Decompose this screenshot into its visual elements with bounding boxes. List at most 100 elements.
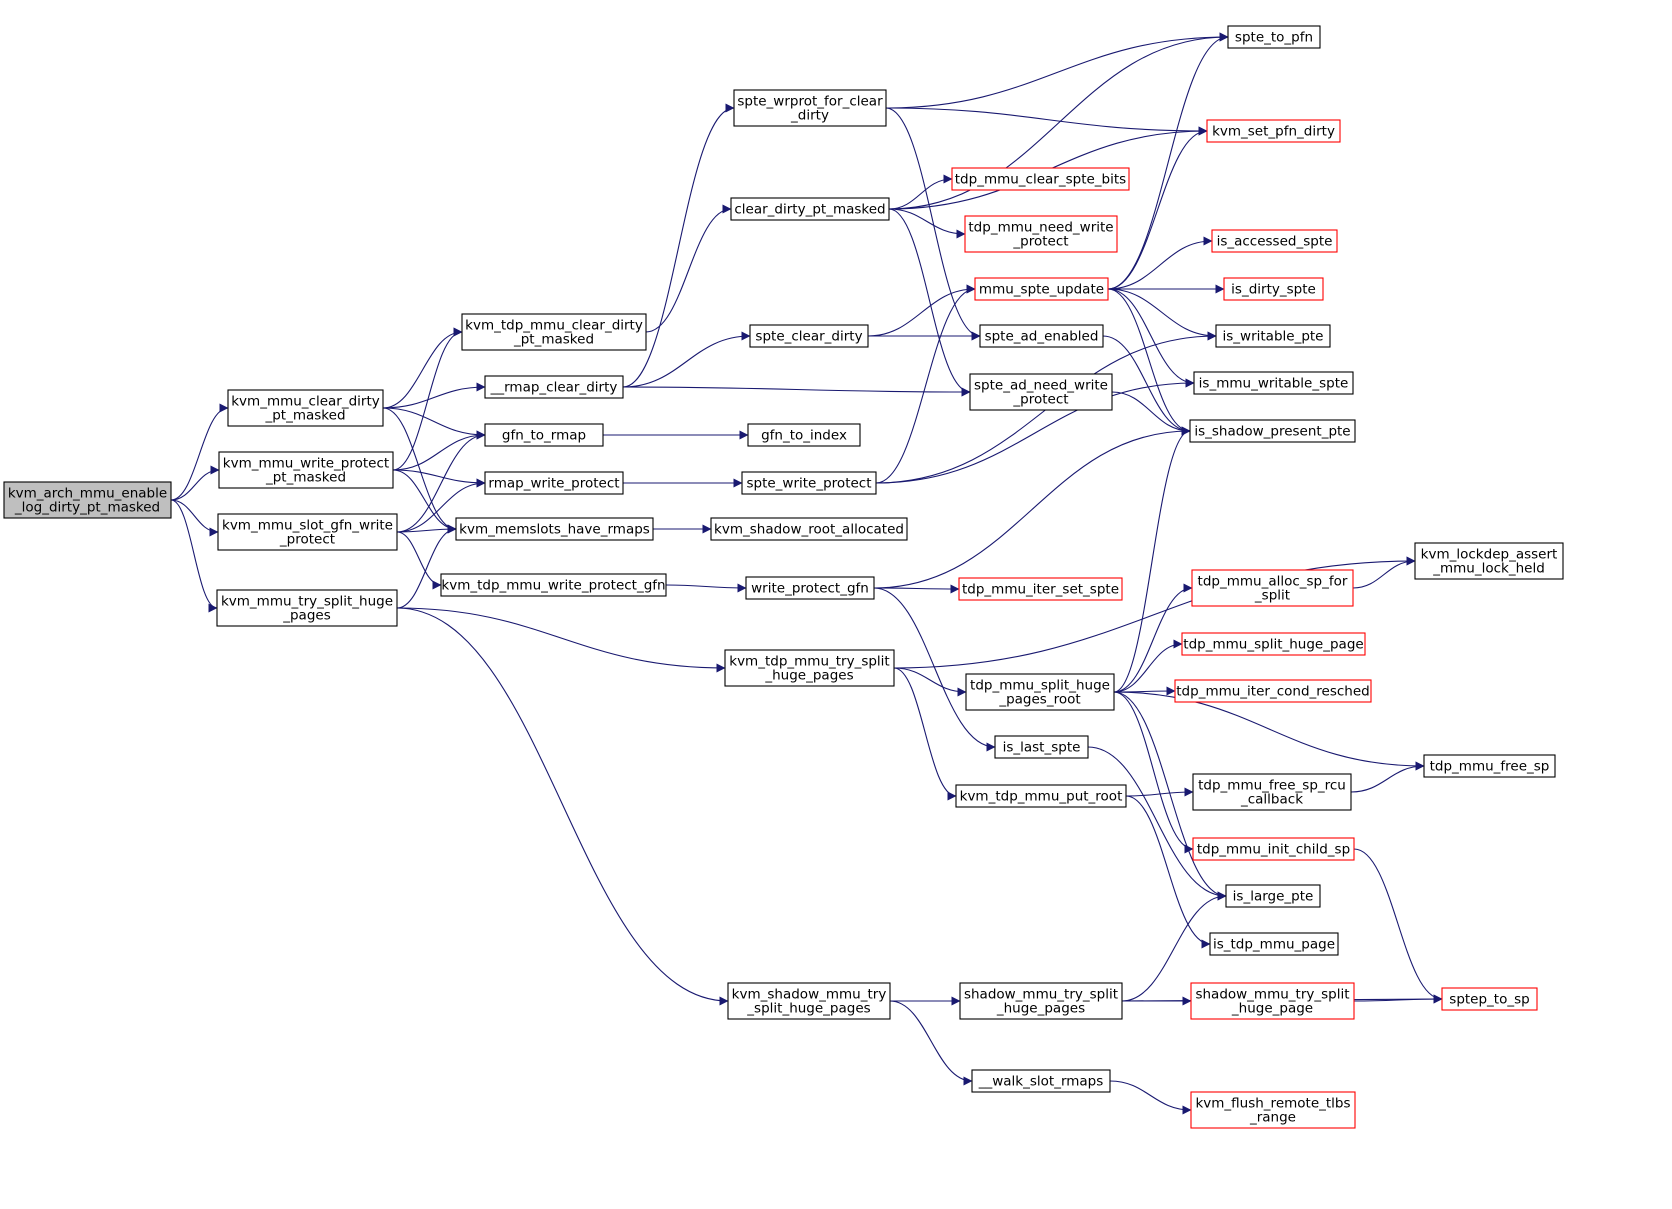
- node-slot_gfn[interactable]: kvm_mmu_slot_gfn_write_protect: [217, 513, 398, 551]
- node-split_huge_page[interactable]: tdp_mmu_split_huge_page: [1181, 632, 1366, 656]
- node-spte_to_pfn[interactable]: spte_to_pfn: [1227, 25, 1321, 49]
- node-label: tdp_mmu_init_child_sp: [1197, 842, 1350, 858]
- node-mmu_spte_update[interactable]: mmu_spte_update: [974, 277, 1109, 301]
- node-is_tdp_mmu_page[interactable]: is_tdp_mmu_page: [1209, 932, 1339, 956]
- node-alloc_sp[interactable]: tdp_mmu_alloc_sp_for_split: [1191, 569, 1354, 607]
- node-label: sptep_to_sp: [1449, 992, 1529, 1008]
- node-box: [1206, 119, 1341, 143]
- edge-root-to-clear_dirty: [170, 403, 229, 501]
- node-label: is_accessed_spte: [1217, 234, 1333, 250]
- node-box: [969, 373, 1113, 411]
- node-box: [745, 576, 875, 600]
- edge-tdp_clear_dirty-to-clear_dirty_pt: [645, 204, 732, 333]
- node-tdp_clear_dirty[interactable]: kvm_tdp_mmu_clear_dirty_pt_masked: [461, 313, 647, 351]
- node-clear_spte_bits[interactable]: tdp_mmu_clear_spte_bits: [951, 167, 1130, 191]
- node-rmap_clear_dirty[interactable]: __rmap_clear_dirty: [484, 375, 624, 399]
- node-walk_slot_rmaps[interactable]: __walk_slot_rmaps: [971, 1069, 1111, 1093]
- node-flush_tlbs[interactable]: kvm_flush_remote_tlbs_range: [1190, 1091, 1356, 1129]
- node-spte_ad_need_wp[interactable]: spte_ad_need_write_protect: [969, 373, 1113, 411]
- node-sptep_to_sp[interactable]: sptep_to_sp: [1441, 987, 1538, 1011]
- edge-shadow_try_split-to-walk_slot_rmaps: [889, 1000, 973, 1086]
- node-lockdep[interactable]: kvm_lockdep_assert_mmu_lock_held: [1414, 542, 1564, 580]
- node-shadow_split_page[interactable]: shadow_mmu_try_split_huge_page: [1190, 982, 1355, 1020]
- node-write_protect_gfn[interactable]: write_protect_gfn: [745, 576, 875, 600]
- node-label: kvm_lockdep_assert: [1421, 547, 1558, 563]
- node-label: _range: [1249, 1110, 1296, 1126]
- node-tdp_try_split[interactable]: kvm_tdp_mmu_try_split_huge_pages: [724, 649, 895, 687]
- node-init_child_sp[interactable]: tdp_mmu_init_child_sp: [1192, 837, 1355, 861]
- edge-clear_dirty-to-gfn_to_rmap: [382, 407, 486, 440]
- node-is_last_spte[interactable]: is_last_spte: [994, 735, 1089, 759]
- node-box: [730, 197, 890, 221]
- node-gfn_to_rmap[interactable]: gfn_to_rmap: [484, 423, 604, 447]
- node-label: spte_wrprot_for_clear: [737, 94, 883, 110]
- node-is_mmu_writable[interactable]: is_mmu_writable_spte: [1193, 371, 1354, 395]
- node-tdp_wp_gfn[interactable]: kvm_tdp_mmu_write_protect_gfn: [440, 573, 667, 597]
- node-is_dirty_spte[interactable]: is_dirty_spte: [1223, 277, 1324, 301]
- node-iter_cond_resched[interactable]: tdp_mmu_iter_cond_resched: [1174, 679, 1372, 703]
- node-spte_write_protect[interactable]: spte_write_protect: [741, 471, 877, 495]
- node-is_accessed_spte[interactable]: is_accessed_spte: [1211, 229, 1338, 253]
- edge-clear_dirty-to-rmap_clear_dirty: [382, 382, 486, 409]
- node-memslots_rmaps[interactable]: kvm_memslots_have_rmaps: [455, 517, 654, 541]
- edge-mmu_spte_update-to-is_writable_pte: [1107, 288, 1217, 341]
- node-box: [959, 982, 1123, 1020]
- node-box: [955, 784, 1127, 808]
- node-box: [1423, 754, 1556, 778]
- node-label: _pages: [282, 608, 331, 624]
- node-label: kvm_tdp_mmu_put_root: [960, 789, 1123, 805]
- edge-try_split-to-shadow_try_split: [396, 607, 729, 1006]
- node-clear_dirty_pt[interactable]: clear_dirty_pt_masked: [730, 197, 890, 221]
- node-shadow_try_split[interactable]: kvm_shadow_mmu_try_split_huge_pages: [727, 982, 891, 1020]
- edge-alloc_sp-to-lockdep: [1352, 556, 1416, 589]
- node-spte_ad_enabled[interactable]: spte_ad_enabled: [979, 324, 1104, 348]
- node-box: [741, 471, 877, 495]
- node-shadow_mmu_try_split[interactable]: shadow_mmu_try_split_huge_pages: [959, 982, 1123, 1020]
- node-label: tdp_mmu_clear_spte_bits: [955, 172, 1126, 188]
- node-box: [484, 471, 624, 495]
- node-label: is_mmu_writable_spte: [1199, 376, 1349, 392]
- node-try_split[interactable]: kvm_mmu_try_split_huge_pages: [216, 589, 398, 627]
- node-box: [951, 167, 1130, 191]
- node-spte_wrprot[interactable]: spte_wrprot_for_clear_dirty: [733, 89, 887, 127]
- node-box: [217, 513, 398, 551]
- node-label: kvm_set_pfn_dirty: [1212, 124, 1335, 140]
- node-shadow_root_alloc[interactable]: kvm_shadow_root_allocated: [710, 517, 908, 541]
- edge-try_split-to-memslots_rmaps: [396, 524, 457, 609]
- node-box: [461, 313, 647, 351]
- node-box: [3, 481, 172, 519]
- node-iter_set_spte[interactable]: tdp_mmu_iter_set_spte: [958, 577, 1123, 601]
- node-put_root[interactable]: kvm_tdp_mmu_put_root: [955, 784, 1127, 808]
- node-is_shadow_present[interactable]: is_shadow_present_pte: [1189, 419, 1356, 443]
- node-spte_clear_dirty[interactable]: spte_clear_dirty: [749, 324, 869, 348]
- edge-split_root-to-alloc_sp: [1113, 583, 1193, 693]
- node-box: [1209, 932, 1339, 956]
- node-set_pfn_dirty[interactable]: kvm_set_pfn_dirty: [1206, 119, 1341, 143]
- node-label: _protect: [1012, 392, 1068, 408]
- node-box: [1225, 884, 1321, 908]
- node-label: _callback: [1240, 792, 1303, 808]
- node-label: shadow_mmu_try_split: [964, 987, 1118, 1003]
- node-write_protect[interactable]: kvm_mmu_write_protect_pt_masked: [218, 451, 394, 489]
- node-label: tdp_mmu_iter_cond_resched: [1176, 684, 1369, 700]
- node-label: is_shadow_present_pte: [1194, 424, 1350, 440]
- node-box: [1192, 837, 1355, 861]
- node-gfn_to_index[interactable]: gfn_to_index: [747, 423, 861, 447]
- node-need_write_protect[interactable]: tdp_mmu_need_write_protect: [964, 215, 1118, 253]
- node-box: [1227, 25, 1321, 49]
- node-label: _pages_root: [998, 692, 1080, 708]
- node-box: [1190, 1091, 1356, 1129]
- node-is_writable_pte[interactable]: is_writable_pte: [1215, 324, 1331, 348]
- node-is_large_pte[interactable]: is_large_pte: [1225, 884, 1321, 908]
- node-clear_dirty[interactable]: kvm_mmu_clear_dirty_pt_masked: [227, 389, 384, 427]
- edge-split_root-to-init_child_sp: [1113, 691, 1194, 854]
- edge-rmap_clear_dirty-to-spte_clear_dirty: [622, 331, 751, 388]
- node-box: [1191, 569, 1354, 607]
- edge-split_root-to-is_shadow_present: [1113, 426, 1191, 693]
- node-split_root[interactable]: tdp_mmu_split_huge_pages_root: [965, 673, 1115, 711]
- node-free_sp[interactable]: tdp_mmu_free_sp: [1423, 754, 1556, 778]
- node-free_sp_rcu[interactable]: tdp_mmu_free_sp_rcu_callback: [1192, 773, 1352, 811]
- edge-write_protect_gfn-to-iter_set_spte: [873, 584, 960, 594]
- node-label: __rmap_clear_dirty: [490, 380, 618, 396]
- node-rmap_write_protect[interactable]: rmap_write_protect: [484, 471, 624, 495]
